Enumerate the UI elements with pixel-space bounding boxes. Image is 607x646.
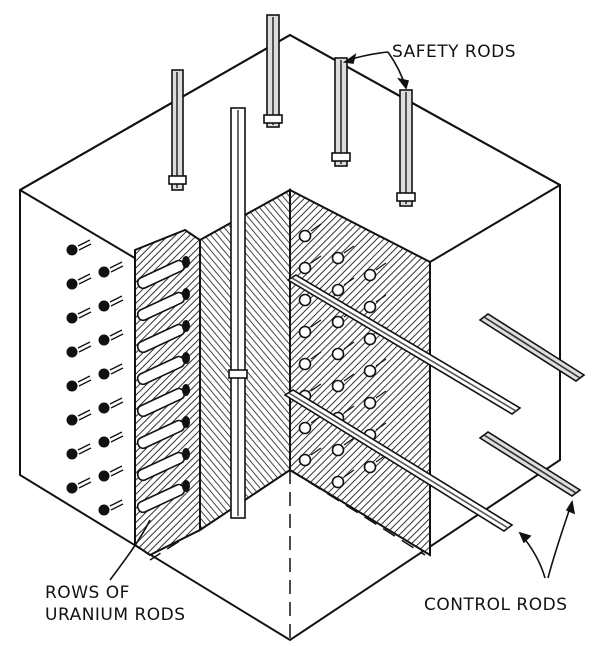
uranium-rods-label-line1: ROWS OF (45, 583, 130, 603)
safety-rods-label: SAFETY RODS (392, 42, 516, 62)
rod-hole (331, 341, 355, 361)
rod-hole (66, 477, 92, 494)
uranium-rod (136, 416, 190, 450)
rod-hole (66, 443, 92, 460)
rod-hole (298, 255, 322, 275)
safety-rod (168, 69, 187, 191)
uranium-rod (136, 448, 190, 482)
uranium-rod (136, 480, 190, 514)
rod-hole (298, 319, 322, 339)
leader-lines (109, 51, 576, 581)
rod-hole (98, 465, 124, 482)
uranium-rod (136, 384, 190, 418)
rod-hole (298, 223, 322, 243)
rod-hole (66, 409, 92, 426)
rod-hole (331, 277, 355, 297)
rod-hole (98, 261, 124, 278)
safety-rod (331, 57, 351, 167)
rod-hole (331, 437, 355, 457)
safety-rod (228, 107, 248, 519)
rod-hole (298, 447, 322, 467)
control-rod (286, 274, 522, 415)
rod-hole (363, 262, 387, 282)
rod-hole (331, 469, 355, 489)
rod-hole (298, 351, 322, 371)
uranium-rods-section (136, 256, 190, 514)
safety-rods (168, 14, 416, 519)
control-rod (478, 313, 586, 382)
control-rods (283, 274, 586, 532)
uranium-rod (136, 320, 190, 354)
rod-hole (98, 431, 124, 448)
control-rod (478, 431, 582, 497)
control-rod (283, 389, 514, 532)
rod-hole (66, 375, 92, 392)
rod-hole (363, 294, 387, 314)
uranium-rod (136, 288, 190, 322)
rod-hole (98, 499, 124, 516)
rod-hole (98, 363, 124, 380)
rod-hole (331, 245, 355, 265)
rod-hole (363, 390, 387, 410)
rod-hole (98, 397, 124, 414)
control-rods-label: CONTROL RODS (424, 595, 568, 615)
rod-hole (66, 273, 92, 290)
safety-rod (263, 14, 283, 128)
rod-hole (66, 239, 92, 256)
cube-top-face (19, 33, 561, 191)
rod-hole (331, 373, 355, 393)
rod-hole (66, 341, 92, 358)
uranium-rod (136, 352, 190, 386)
rod-hole (98, 329, 124, 346)
safety-rod (396, 89, 416, 207)
rod-hole (98, 295, 124, 312)
uranium-rod-holes-left (66, 239, 124, 516)
rod-hole (363, 358, 387, 378)
uranium-rods-label-line2: URANIUM RODS (45, 605, 186, 625)
uranium-rod (136, 256, 190, 290)
uranium-rod-holes-right (298, 223, 387, 489)
rod-hole (66, 307, 92, 324)
